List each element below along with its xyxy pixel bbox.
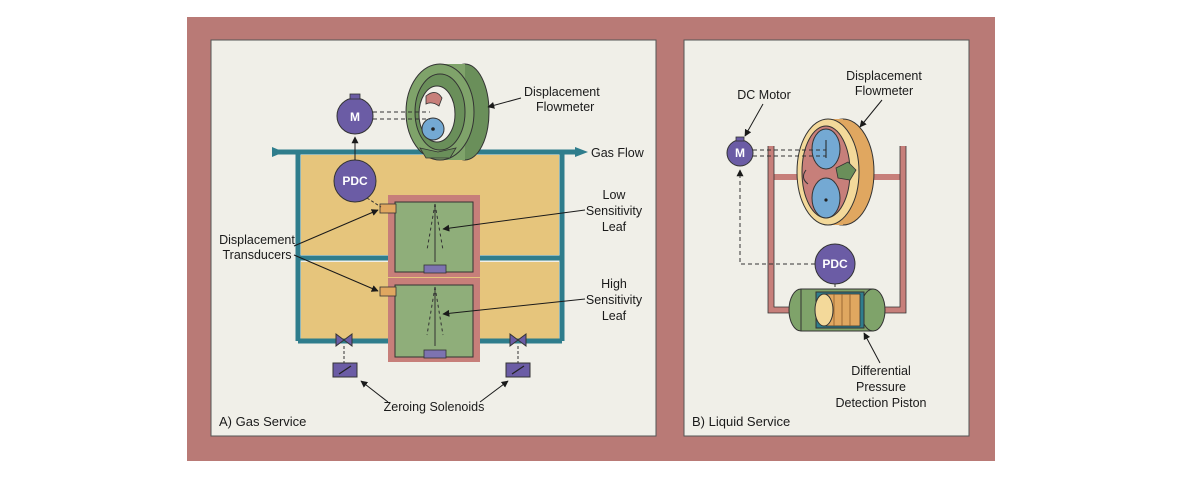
panel-a-gas-service: M PDC Displacement Flowmeter Gas Flow Lo… [210, 39, 657, 437]
gas-outlet-arrow [575, 147, 588, 157]
piston-label-line1: Differential [851, 364, 911, 378]
flowmeter-b-label-line1: Displacement [846, 69, 922, 83]
pdc-a-label: PDC [342, 174, 368, 188]
zeroing-solenoid-left [332, 333, 358, 378]
motor-a-label: M [350, 110, 360, 124]
displacement-flowmeter-a [405, 63, 490, 161]
high-sensitivity-leaf-box [388, 278, 480, 362]
low-leaf-label-line2: Sensitivity [586, 204, 643, 218]
transducers-label-line2: Transducers [222, 248, 291, 262]
panel-b-caption: B) Liquid Service [692, 414, 790, 429]
transducers-label-line1: Displacement [219, 233, 295, 247]
high-leaf-label-line3: Leaf [602, 309, 627, 323]
flowmeter-b-label-line2: Flowmeter [855, 84, 913, 98]
pdc-b-label: PDC [822, 257, 848, 271]
displacement-flowmeter-b [796, 118, 875, 226]
displacement-transducer-upper [379, 203, 397, 214]
piston-label-line2: Pressure [856, 380, 906, 394]
motor-b-label: M [735, 146, 745, 160]
high-leaf-label-line1: High [601, 277, 627, 291]
differential-pressure-piston [788, 288, 886, 332]
zeroing-solenoid-right [505, 333, 531, 378]
dc-motor-label: DC Motor [737, 88, 790, 102]
flowmeter-a-label-line2: Flowmeter [536, 100, 594, 114]
gas-flow-label: Gas Flow [591, 146, 645, 160]
low-leaf-label-line3: Leaf [602, 220, 627, 234]
piston-label-line3: Detection Piston [835, 396, 926, 410]
low-sensitivity-leaf-box [388, 195, 480, 277]
panel-b-liquid-service: M PDC DC Motor Displacement Flowmeter Di… [683, 39, 970, 437]
liquid-pipe-outline [767, 146, 907, 314]
gas-inlet-arrow [272, 147, 284, 157]
panel-a-caption: A) Gas Service [219, 414, 306, 429]
panel-b-background [683, 39, 970, 437]
displacement-transducer-lower [379, 286, 397, 297]
flowmeter-a-label-line1: Displacement [524, 85, 600, 99]
high-leaf-label-line2: Sensitivity [586, 293, 643, 307]
low-leaf-label-line1: Low [603, 188, 627, 202]
solenoids-label: Zeroing Solenoids [384, 400, 485, 414]
